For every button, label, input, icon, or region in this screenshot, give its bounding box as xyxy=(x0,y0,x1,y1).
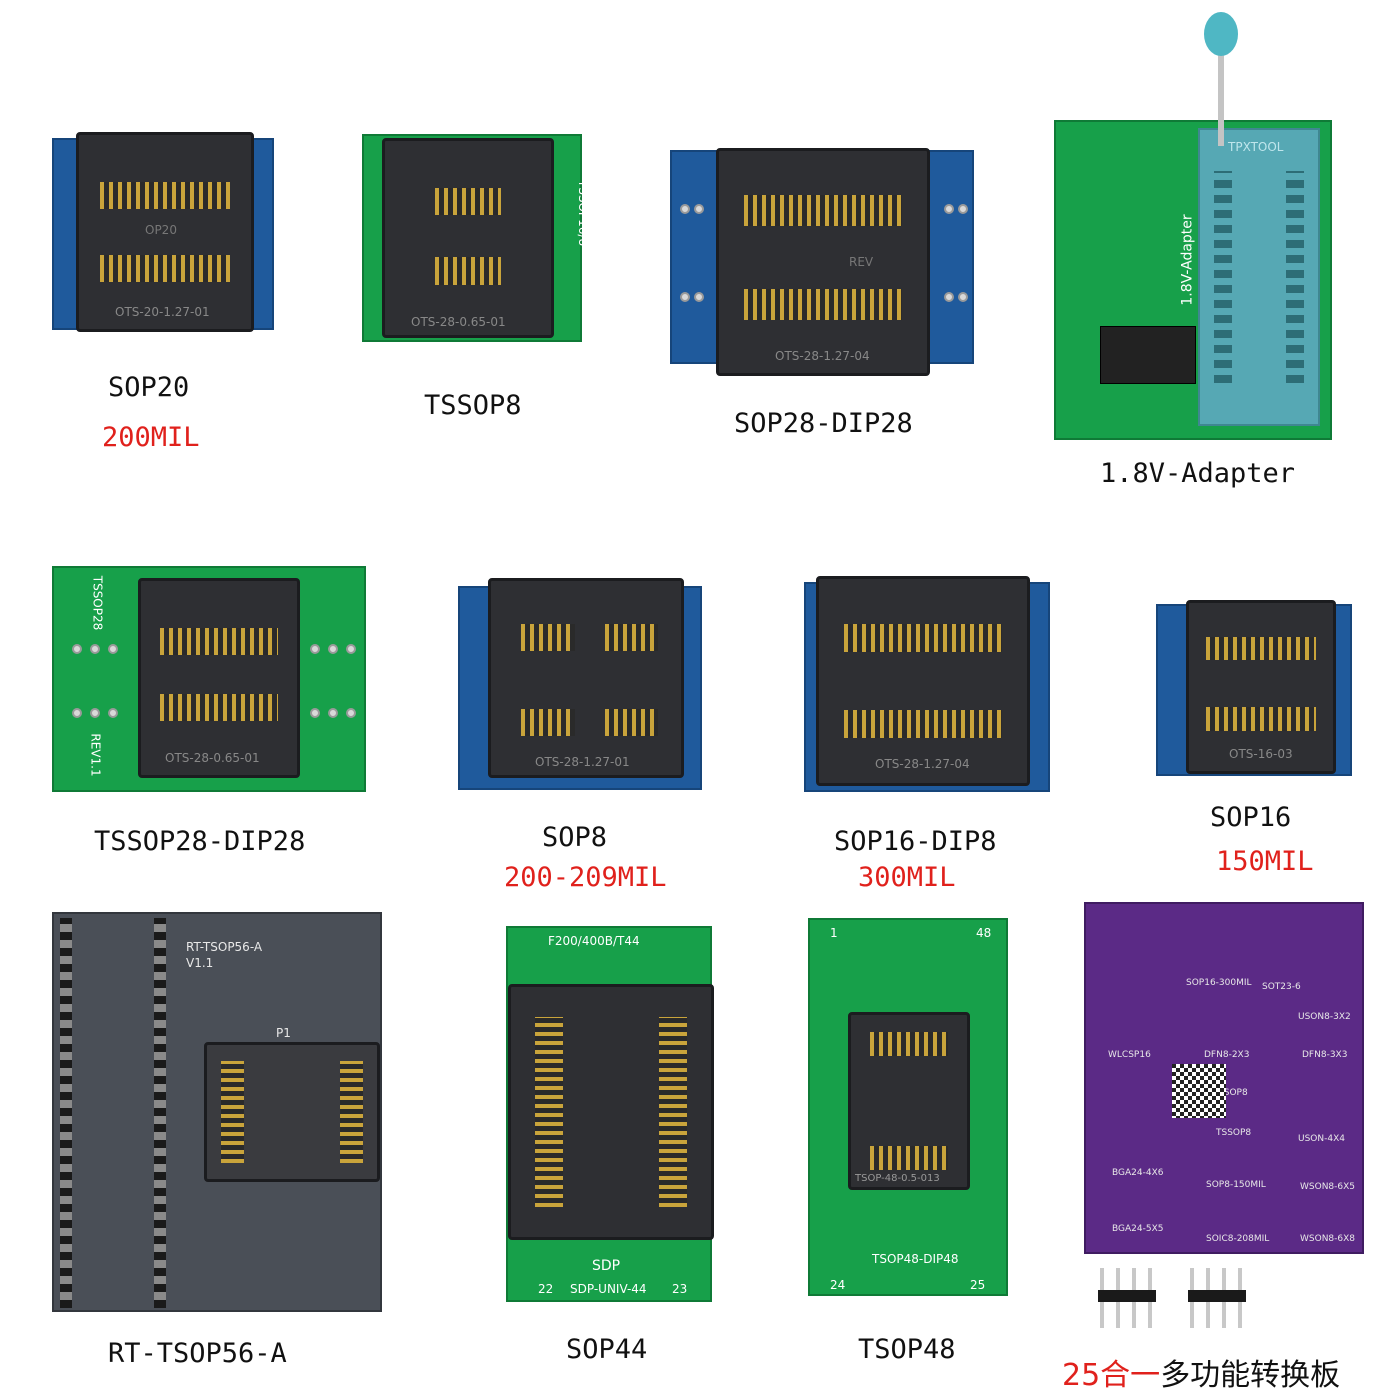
pin-header-2 xyxy=(1188,1268,1248,1328)
adapter-1v8-zif-socket: TPXTOOL xyxy=(1198,128,1320,426)
sop16-dip8-board-text: OTS-28-1.27-04 xyxy=(875,757,970,771)
tsop48-label: TSOP48 xyxy=(858,1334,956,1365)
multi-adapter-label-desc: 多功能转换板 xyxy=(1160,1358,1341,1393)
tssop8-board-text: OTS-28-0.65-01 xyxy=(411,315,506,329)
tsop48-board-text: TSOP48-DIP48 xyxy=(872,1252,959,1266)
sop16-socket: OTS-16-03 xyxy=(1186,600,1336,774)
sop20-board-text: OTS-20-1.27-01 xyxy=(115,305,210,319)
tsop48-pin-tr: 48 xyxy=(976,926,992,940)
sop44-top-text: F200/400B/T44 xyxy=(548,934,640,948)
sop16-dip8-label: SOP16-DIP8 xyxy=(834,826,997,857)
pin-header-1 xyxy=(1098,1268,1158,1328)
zif-lever-knob[interactable] xyxy=(1204,12,1238,56)
multi-label-10: SOP8-150MIL xyxy=(1206,1180,1266,1190)
adapter-1v8-chip xyxy=(1100,326,1196,384)
tssop28-dip28-label: TSSOP28-DIP28 xyxy=(94,826,306,857)
tssop8-board: OTS-28-0.65-01 TSSOP16/8 xyxy=(362,134,590,342)
sop16-board-text: OTS-16-03 xyxy=(1229,747,1293,761)
multi-label-3: WLCSP16 xyxy=(1108,1050,1151,1060)
tssop28-dip28-side-text: TSSOP28 xyxy=(90,575,105,631)
sop16-board: OTS-16-03 xyxy=(1156,600,1352,776)
sop44-pin-left: 22 xyxy=(538,1282,554,1296)
multi-label-2: USON8-3X2 xyxy=(1298,1012,1351,1022)
adapter-1v8-board-text: 1.8V-Adapter xyxy=(1179,214,1196,306)
multi-label-0: SOP16-300MIL xyxy=(1186,978,1252,988)
adapter-1v8-label: 1.8V-Adapter xyxy=(1100,458,1296,489)
multi-adapter-board: SOP16-300MIL SOT23-6 USON8-3X2 WLCSP16 D… xyxy=(1084,902,1364,1254)
multi-label-14: WSON8-6X8 xyxy=(1300,1234,1356,1244)
sop16-spec: 150MIL xyxy=(1216,846,1314,877)
sop28-dip28-board: REV OTS-28-1.27-04 xyxy=(670,148,974,376)
tssop8-socket: OTS-28-0.65-01 xyxy=(382,138,554,338)
sop44-label: SOP44 xyxy=(566,1334,648,1365)
sop44-pin-right: 23 xyxy=(672,1282,688,1296)
sop8-spec: 200-209MIL xyxy=(504,862,667,893)
rt-tsop56-a-p-text: P1 xyxy=(276,1026,291,1040)
tssop28-dip28-board: OTS-28-0.65-01 TSSOP28 REV1.1 xyxy=(52,566,366,792)
tssop28-dip28-board-text: OTS-28-0.65-01 xyxy=(165,751,260,765)
multi-label-12: BGA24-5X5 xyxy=(1112,1224,1164,1234)
tsop48-socket-text: TSOP-48-0.5-013 xyxy=(855,1173,940,1184)
sop16-label: SOP16 xyxy=(1210,802,1292,833)
sop28-dip28-board-text: OTS-28-1.27-04 xyxy=(775,349,870,363)
tsop48-pin-tl: 1 xyxy=(830,926,838,940)
rt-tsop56-a-board-text: RT-TSOP56-A xyxy=(186,940,263,954)
multi-label-1: SOT23-6 xyxy=(1262,982,1301,992)
sop20-spec: 200MIL xyxy=(102,422,200,453)
sop16-dip8-socket: OTS-28-1.27-04 xyxy=(816,576,1030,786)
sop8-board: OTS-28-1.27-01 xyxy=(458,578,702,790)
tsop48-socket: TSOP-48-0.5-013 xyxy=(848,1012,970,1190)
sop8-board-text: OTS-28-1.27-01 xyxy=(535,755,630,769)
sop20-chip-text: OP20 xyxy=(145,223,177,237)
rt-tsop56-a-label: RT-TSOP56-A xyxy=(108,1338,287,1369)
multi-label-9: BGA24-4X6 xyxy=(1112,1168,1164,1178)
sop44-sdp-text: SDP xyxy=(592,1258,621,1274)
sop16-dip8-spec: 300MIL xyxy=(858,862,956,893)
tsop48-pin-br: 25 xyxy=(970,1278,986,1292)
tssop8-label: TSSOP8 xyxy=(424,390,522,421)
sop28-dip28-socket: REV OTS-28-1.27-04 xyxy=(716,148,930,376)
sop20-socket: OP20 OTS-20-1.27-01 xyxy=(76,132,254,332)
tssop28-dip28-socket: OTS-28-0.65-01 xyxy=(138,578,300,778)
zif-lever-handle[interactable] xyxy=(1218,36,1224,146)
sop20-board: OP20 OTS-20-1.27-01 xyxy=(52,132,274,332)
multi-label-13: SOIC8-208MIL xyxy=(1206,1234,1270,1244)
tssop8-side-text: TSSOP16/8 xyxy=(576,179,591,247)
sop8-label: SOP8 xyxy=(542,822,608,853)
multi-label-4: DFN8-2X3 xyxy=(1204,1050,1250,1060)
multi-adapter-label: 25合一多功能转换板 xyxy=(1062,1350,1340,1394)
adapter-1v8-board: TPXTOOL 1.8V-Adapter xyxy=(1054,120,1332,440)
multi-label-11: WSON8-6X5 xyxy=(1300,1182,1356,1192)
sop44-socket xyxy=(508,984,714,1240)
tssop28-dip28-rev-text: REV1.1 xyxy=(88,733,103,777)
rt-tsop56-a-socket xyxy=(204,1042,380,1182)
qr-code-icon xyxy=(1172,1064,1226,1118)
rt-tsop56-a-sub-text: V1.1 xyxy=(186,956,214,970)
rt-tsop56-a-board: RT-TSOP56-A V1.1 P1 xyxy=(52,912,382,1312)
sop20-label: SOP20 xyxy=(108,372,190,403)
multi-label-8: USON-4X4 xyxy=(1298,1134,1345,1144)
sop44-board-text: SDP-UNIV-44 xyxy=(570,1282,647,1296)
adapter-1v8-lever-text: TPXTOOL xyxy=(1228,140,1284,154)
multi-adapter-label-count: 25合一 xyxy=(1062,1358,1161,1393)
sop8-socket: OTS-28-1.27-01 xyxy=(488,578,684,778)
sop28-dip28-label: SOP28-DIP28 xyxy=(734,408,913,439)
tsop48-board: 1 48 TSOP-48-0.5-013 TSOP48-DIP48 24 25 xyxy=(808,918,1008,1296)
sop16-dip8-board: OTS-28-1.27-04 xyxy=(804,576,1050,792)
multi-label-5: DFN8-3X3 xyxy=(1302,1050,1348,1060)
multi-label-6: MSOP8 xyxy=(1216,1088,1248,1098)
multi-label-7: TSSOP8 xyxy=(1216,1128,1252,1138)
sop44-board: F200/400B/T44 SDP 22 SDP-UNIV-44 23 xyxy=(506,926,714,1302)
sop28-dip28-chip-text: REV xyxy=(849,255,874,269)
tsop48-pin-bl: 24 xyxy=(830,1278,846,1292)
